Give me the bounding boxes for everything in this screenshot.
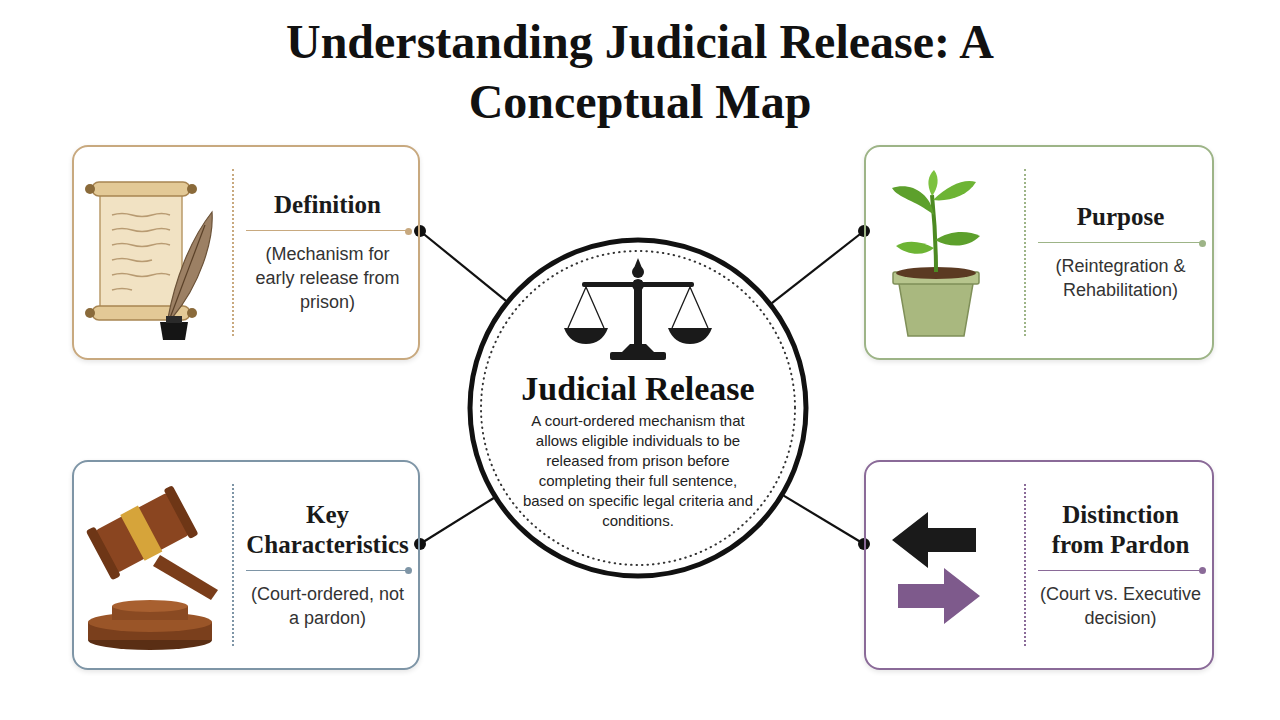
connector-line [772, 231, 864, 303]
box-description: (Mechanism for early release from prison… [246, 243, 409, 314]
connector-line [420, 498, 494, 544]
connector [784, 496, 870, 550]
connector-line [784, 496, 864, 544]
connector-line [420, 231, 506, 301]
definition-box: Definition (Mechanism for early release f… [72, 145, 420, 360]
text-column: Definition (Mechanism for early release f… [234, 147, 417, 358]
characteristics-box: Key Characteristics (Court-ordered, not a… [72, 460, 420, 670]
connector [414, 225, 506, 301]
box-description: (Court-ordered, not a pardon) [246, 583, 409, 631]
scroll-icon [85, 182, 212, 340]
box-heading: Distinction from Pardon [1038, 500, 1203, 571]
connector [772, 225, 870, 303]
connector-layer [414, 225, 870, 550]
dotted-divider [1024, 169, 1026, 336]
purpose-box: Purpose (Reintegration & Rehabilitation) [864, 145, 1214, 360]
box-heading: Definition [246, 190, 409, 231]
dotted-divider [1024, 484, 1026, 646]
scales-icon [564, 258, 712, 360]
text-column: Purpose (Reintegration & Rehabilitation) [1026, 147, 1211, 358]
central-heading: Judicial Release [518, 370, 758, 407]
box-heading: Key Characteristics [246, 500, 409, 571]
inner-dotted-ring [481, 251, 795, 565]
text-column: Distinction from Pardon (Court vs. Execut… [1026, 462, 1211, 668]
gavel-icon [86, 485, 218, 650]
box-description: (Reintegration & Rehabilitation) [1038, 255, 1203, 303]
plant-icon [892, 170, 980, 336]
dotted-divider [232, 169, 234, 336]
exchange-arrows-icon [892, 512, 980, 624]
connector-dot [414, 225, 426, 237]
box-description: (Court vs. Executive decision) [1038, 583, 1203, 631]
central-definition: A court-ordered mechanism that allows el… [518, 411, 758, 531]
connector-dot [414, 538, 426, 550]
connector [414, 498, 494, 550]
dotted-divider [232, 484, 234, 646]
central-concept-circle: Judicial Release A court-ordered mechanis… [466, 236, 810, 580]
outer-ring [470, 240, 806, 576]
distinction-box: Distinction from Pardon (Court vs. Execut… [864, 460, 1214, 670]
diagram-title: Understanding Judicial Release: A Concep… [230, 12, 1050, 131]
text-column: Key Characteristics (Court-ordered, not a… [234, 462, 417, 668]
box-heading: Purpose [1038, 202, 1203, 243]
circle-text: Judicial Release A court-ordered mechanis… [518, 370, 758, 531]
